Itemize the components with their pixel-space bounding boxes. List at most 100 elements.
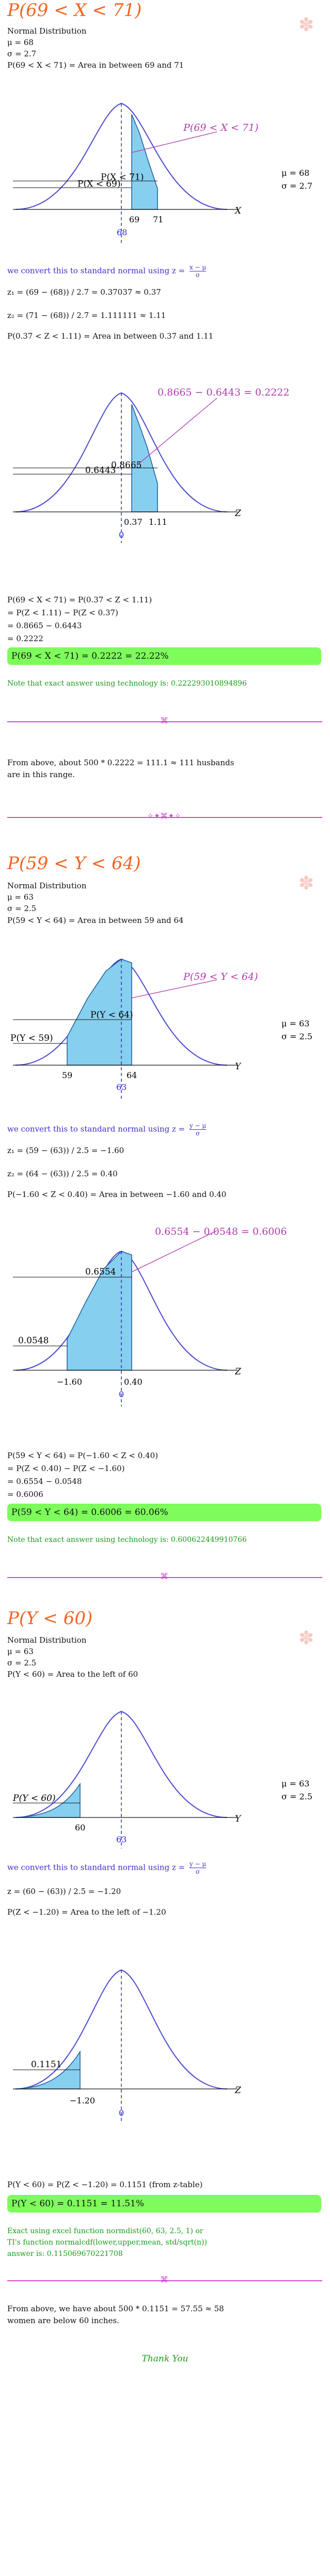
- s1-step-3: = 0.2222: [7, 634, 43, 643]
- thank-you: Thank You: [142, 2354, 188, 2364]
- s2-pz: P(−1.60 < Z < 0.40) = Area in between −1…: [7, 1190, 227, 1199]
- s2-sigma: σ = 2.5: [281, 1032, 312, 1041]
- s3-normal-graph: P(Y < 60) μ = 63 σ = 2.5 60 63 Y: [12, 1710, 312, 1848]
- watermark-icon: ✽: [298, 1628, 315, 1649]
- s2-curve-label: P(59 < Y < 64): [183, 971, 258, 982]
- s2-z-v2: 0.6554: [85, 1267, 116, 1277]
- s1-step-1: = P(Z < 1.11) − P(Z < 0.37): [7, 608, 118, 617]
- s1-axis: X: [234, 206, 242, 216]
- s1-z-graph: 0.8665 − 0.6443 = 0.2222 0.6443 0.8665 0…: [13, 387, 289, 543]
- s1-line-2: σ = 2.7: [7, 49, 37, 58]
- s2-z1: z₁ = (59 − (63)) / 2.5 = −1.60: [7, 1146, 124, 1155]
- s1-inner-label-0: P(X < 71): [101, 172, 144, 183]
- s1-note: Note that exact answer using technology …: [7, 679, 247, 688]
- section-2-title: P(59 < Y < 64): [7, 853, 141, 874]
- s1-after-1: are in this range.: [7, 770, 75, 779]
- s1-normal-graph: P(69 < X < 71) P(X < 71) P(X < 69) μ = 6…: [13, 102, 312, 246]
- s3-mu: μ = 63: [281, 1779, 309, 1789]
- s2-z-center: 0: [119, 1389, 124, 1399]
- s3-line-2: σ = 2.5: [7, 1658, 37, 1668]
- s2-step-3: = 0.6006: [7, 1490, 43, 1499]
- s2-z-axis: Z: [234, 1367, 242, 1377]
- s1-pz: P(0.37 < Z < 1.11) = Area in between 0.3…: [7, 331, 214, 341]
- s1-z-label: 0.8665 − 0.6443 = 0.2222: [158, 387, 289, 398]
- s3-center: 63: [116, 1835, 127, 1844]
- divider: [7, 721, 322, 722]
- s3-pz: P(Z < −1.20) = Area to the left of −1.20: [7, 1907, 166, 1917]
- s3-z-graph: 0.1151 −1.20 0 Z: [13, 1969, 242, 2123]
- s3-after-0: From above, we have about 500 * 0.1151 =…: [7, 2304, 224, 2313]
- watermark-icon: ✽: [298, 873, 315, 894]
- s3-axis: Y: [235, 1814, 242, 1824]
- s3-exact-0: Exact using excel function normdist(60, …: [7, 2227, 203, 2235]
- s2-inner-label-1: P(Y < 59): [10, 1033, 53, 1043]
- s1-z-center: 0: [119, 530, 124, 540]
- s2-z-graph: 0.6554 − 0.0548 = 0.6006 0.0548 0.6554 −…: [13, 1226, 287, 1406]
- s3-line-3: P(Y < 60) = Area to the left of 60: [7, 1670, 138, 1679]
- s2-line-1: μ = 63: [7, 892, 34, 902]
- divider: [7, 817, 322, 818]
- s1-tick-0: 69: [129, 215, 139, 224]
- s2-tick-1: 64: [127, 1070, 137, 1080]
- s2-line-3: P(59 < Y < 64) = Area in between 59 and …: [7, 916, 184, 925]
- s1-center: 68: [117, 228, 127, 237]
- s2-inner-label-0: P(Y < 64): [90, 1010, 133, 1020]
- s2-z-tick-1: 0.40: [124, 1377, 143, 1387]
- s3-convert: we convert this to standard normal using…: [7, 1860, 207, 1875]
- divider-icon: ⌘: [160, 716, 168, 725]
- s3-z-v: 0.1151: [31, 2059, 61, 2070]
- s2-z2: z₂ = (64 − (63)) / 2.5 = 0.40: [7, 1169, 118, 1178]
- s1-line-1: μ = 68: [7, 38, 34, 47]
- s2-convert: we convert this to standard normal using…: [7, 1122, 207, 1137]
- s1-inner-label-1: P(X < 69): [77, 179, 121, 189]
- s2-z-label: 0.6554 − 0.0548 = 0.6006: [155, 1226, 287, 1237]
- s1-step-0: P(69 < X < 71) = P(0.37 < Z < 1.11): [7, 595, 152, 604]
- s3-z-axis: Z: [234, 2085, 242, 2096]
- s1-sigma: σ = 2.7: [281, 181, 312, 191]
- s2-note: Note that exact answer using technology …: [7, 1536, 247, 1544]
- s2-line-2: σ = 2.5: [7, 904, 37, 913]
- s2-axis: Y: [235, 1062, 242, 1072]
- s2-answer: P(59 < Y < 64) = 0.6006 = 60.06%: [7, 1504, 321, 1521]
- s3-z: z = (60 − (63)) / 2.5 = −1.20: [7, 1887, 121, 1896]
- s3-sigma: σ = 2.5: [281, 1792, 312, 1801]
- ornament-icon: ✧✦⌘✦✧: [147, 811, 181, 821]
- s3-z-tick: −1.20: [70, 2096, 95, 2105]
- watermark-icon: ✽: [298, 14, 315, 36]
- s2-z-v1: 0.0548: [18, 1336, 49, 1346]
- s1-step-2: = 0.8665 − 0.6443: [7, 621, 82, 630]
- s1-line-3: P(69 < X < 71) = Area in between 69 and …: [7, 60, 184, 70]
- s2-mu: μ = 63: [281, 1019, 309, 1028]
- s2-center: 63: [116, 1082, 127, 1092]
- divider-icon: ⌘: [160, 2275, 168, 2284]
- s1-answer: P(69 < X < 71) = 0.2222 = 22.22%: [7, 647, 321, 665]
- s2-step-1: = P(Z < 0.40) − P(Z < −1.60): [7, 1464, 125, 1473]
- s1-z-v1: 0.6443: [85, 465, 116, 476]
- s1-z-tick-1: 1.11: [149, 517, 167, 527]
- s3-after-1: women are below 60 inches.: [7, 2316, 119, 2325]
- s1-line-0: Normal Distribution: [7, 26, 87, 36]
- s1-curve-label: P(69 < X < 71): [183, 122, 259, 133]
- s3-exact-2: answer is: 0.115069670221708: [7, 2250, 123, 2258]
- divider: [7, 1577, 322, 1578]
- s3-exact-1: TI's function normalcdf(lower,upper,mean…: [7, 2238, 207, 2247]
- s2-line-0: Normal Distribution: [7, 881, 87, 890]
- s1-z-axis: Z: [234, 508, 242, 519]
- s1-convert: we convert this to standard normal using…: [7, 264, 207, 279]
- s3-line-0: Normal Distribution: [7, 1635, 87, 1645]
- divider-icon: ⌘: [160, 1571, 168, 1581]
- s2-normal-graph: P(59 < Y < 64) P(Y < 64) P(Y < 59) μ = 6…: [10, 958, 312, 1101]
- s3-graph-label: P(Y < 60): [12, 1793, 56, 1804]
- s3-answer: P(Y < 60) = 0.1151 = 11.51%: [7, 2195, 321, 2213]
- s2-step-2: = 0.6554 − 0.0548: [7, 1477, 82, 1486]
- s2-tick-0: 59: [62, 1070, 72, 1080]
- divider: [7, 2280, 322, 2281]
- s3-tick: 60: [75, 1823, 85, 1832]
- s1-z-tick-0: 0.37: [124, 517, 143, 527]
- s3-step: P(Y < 60) = P(Z < −1.20) = 0.1151 (from …: [7, 2180, 203, 2189]
- section-1-title: P(69 < X < 71): [7, 0, 142, 21]
- section-3-title: P(Y < 60): [7, 1608, 93, 1629]
- s1-z-v2: 0.8665: [111, 460, 142, 471]
- s2-step-0: P(59 < Y < 64) = P(−1.60 < Z < 0.40): [7, 1451, 158, 1460]
